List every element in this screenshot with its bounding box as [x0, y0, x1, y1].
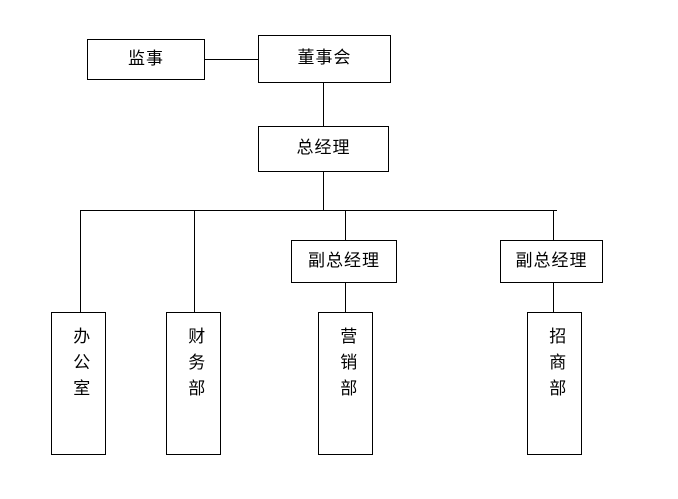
- node-investment-department-label: 招商部: [545, 327, 566, 405]
- node-deputy-general-manager-2[interactable]: 副总经理: [500, 240, 603, 283]
- node-marketing-department-label: 营销部: [336, 327, 357, 405]
- node-deputy-general-manager-1[interactable]: 副总经理: [291, 240, 397, 283]
- connector-bus-to-office: [80, 210, 81, 312]
- node-marketing-department[interactable]: 营销部: [318, 312, 373, 455]
- node-finance-department-label: 财务部: [184, 327, 205, 405]
- connector-bus-horizontal: [80, 210, 557, 211]
- node-deputy-general-manager-2-label: 副总经理: [515, 250, 588, 271]
- connector-general-manager-to-bus: [323, 171, 324, 210]
- node-board-of-directors[interactable]: 董事会: [258, 35, 391, 83]
- node-general-manager[interactable]: 总经理: [258, 126, 389, 172]
- node-office[interactable]: 办公室: [51, 312, 106, 455]
- connector-deputy-manager-2-to-investment: [553, 282, 554, 312]
- connector-bus-to-finance: [194, 210, 195, 312]
- node-deputy-general-manager-1-label: 副总经理: [308, 250, 380, 271]
- node-board-of-directors-label: 董事会: [297, 48, 352, 69]
- connector-supervisor-to-board: [204, 59, 258, 60]
- node-investment-department[interactable]: 招商部: [527, 312, 582, 455]
- node-supervisor-label: 监事: [128, 48, 164, 69]
- node-general-manager-label: 总经理: [296, 138, 351, 159]
- connector-bus-to-deputy-manager-1: [345, 210, 346, 240]
- node-office-label: 办公室: [69, 327, 90, 405]
- node-supervisor[interactable]: 监事: [87, 39, 205, 80]
- node-finance-department[interactable]: 财务部: [166, 312, 221, 455]
- connector-bus-to-deputy-manager-2: [553, 210, 554, 240]
- connector-board-to-general-manager: [323, 82, 324, 126]
- connector-deputy-manager-1-to-marketing: [345, 282, 346, 312]
